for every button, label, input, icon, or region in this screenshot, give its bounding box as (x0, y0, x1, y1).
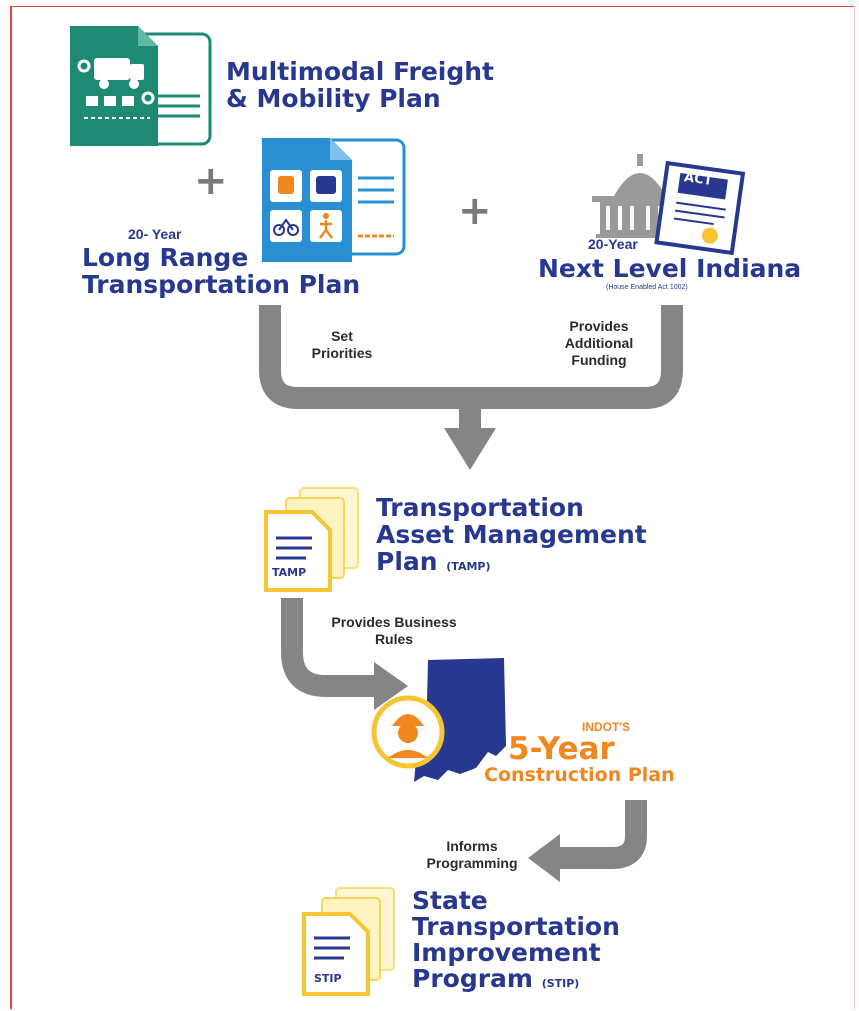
stip-title-line3: Improvement (412, 938, 601, 967)
next-level-eyebrow: 20-Year (588, 236, 638, 252)
informs-line1: Informs (446, 838, 498, 854)
tamp-title-line1: Transportation (376, 493, 584, 522)
long-range-title-line1: Long Range (82, 243, 249, 272)
bus-icon (316, 176, 336, 194)
plus-sign-right: + (458, 188, 492, 234)
next-level-subtitle: (House Enabled Act 1002) (606, 284, 688, 291)
tamp-title-line2: Asset Management (376, 520, 647, 549)
freight-document-icon (70, 26, 212, 146)
stip-title-abbr: (STIP) (541, 977, 580, 990)
freight-plan-title-line1: Multimodal Freight (226, 57, 495, 86)
set-priorities-line1: Set (331, 328, 353, 344)
additional-funding-line2: Additional (564, 335, 634, 351)
business-rules-connector (281, 598, 378, 697)
business-rules-line1: Provides Business (331, 614, 457, 630)
construction-eyebrow: INDOT'S (582, 720, 631, 734)
construction-subtitle: Construction Plan (484, 764, 675, 786)
plus-sign-left: + (194, 158, 228, 204)
construction-title: 5-Year (508, 731, 615, 767)
stip-title: State Transportation Improvement Program… (412, 888, 620, 997)
pedestrian-icon (319, 213, 333, 239)
informs-programming-label: Informs Programming (416, 838, 528, 872)
set-priorities-line2: Priorities (311, 345, 373, 361)
long-range-document-icon (262, 138, 406, 262)
long-range-title-line2: Transportation Plan (82, 270, 361, 299)
tamp-title-plan: Plan (376, 547, 438, 576)
freight-plan-title: Multimodal Freight & Mobility Plan (226, 58, 494, 112)
stip-title-line4: Program (STIP) (412, 966, 620, 997)
business-rules-line2: Rules (374, 631, 414, 647)
merge-connector (259, 305, 683, 430)
freight-plan-title-line2: & Mobility Plan (226, 84, 441, 113)
tamp-title: Transportation Asset Management Plan (TA… (376, 494, 647, 580)
certificate-icon (654, 160, 746, 256)
tamp-title-line3: Plan (TAMP) (376, 548, 647, 580)
worker-icon (371, 695, 445, 769)
long-range-title: Long Range Transportation Plan (82, 244, 360, 298)
merge-arrowhead (444, 428, 496, 470)
stip-document-icon (302, 887, 395, 996)
map-pin-icon (77, 59, 155, 105)
bike-icon (273, 218, 299, 236)
additional-funding-line3: Funding (571, 352, 627, 368)
additional-funding-line1: Provides (569, 318, 629, 334)
informs-connector (556, 800, 647, 869)
set-priorities-label: Set Priorities (302, 328, 382, 362)
tamp-doc-label: TAMP (272, 566, 307, 579)
informs-arrowhead (528, 834, 560, 882)
figure-frame (10, 6, 855, 1009)
stip-title-line1: State (412, 886, 488, 915)
stip-title-line2: Transportation (412, 912, 620, 941)
informs-line2: Programming (426, 855, 518, 871)
additional-funding-label: Provides Additional Funding (556, 318, 642, 369)
long-range-eyebrow: 20- Year (128, 226, 182, 242)
stip-title-program: Program (412, 964, 533, 993)
next-level-title: Next Level Indiana (538, 254, 802, 283)
truck-icon (94, 58, 144, 89)
train-icon (278, 176, 294, 194)
business-rules-arrowhead (374, 662, 408, 710)
tamp-title-abbr: (TAMP) (446, 560, 491, 573)
tamp-document-icon (264, 487, 359, 592)
business-rules-label: Provides Business Rules (322, 614, 466, 648)
stip-doc-label: STIP (314, 972, 342, 985)
